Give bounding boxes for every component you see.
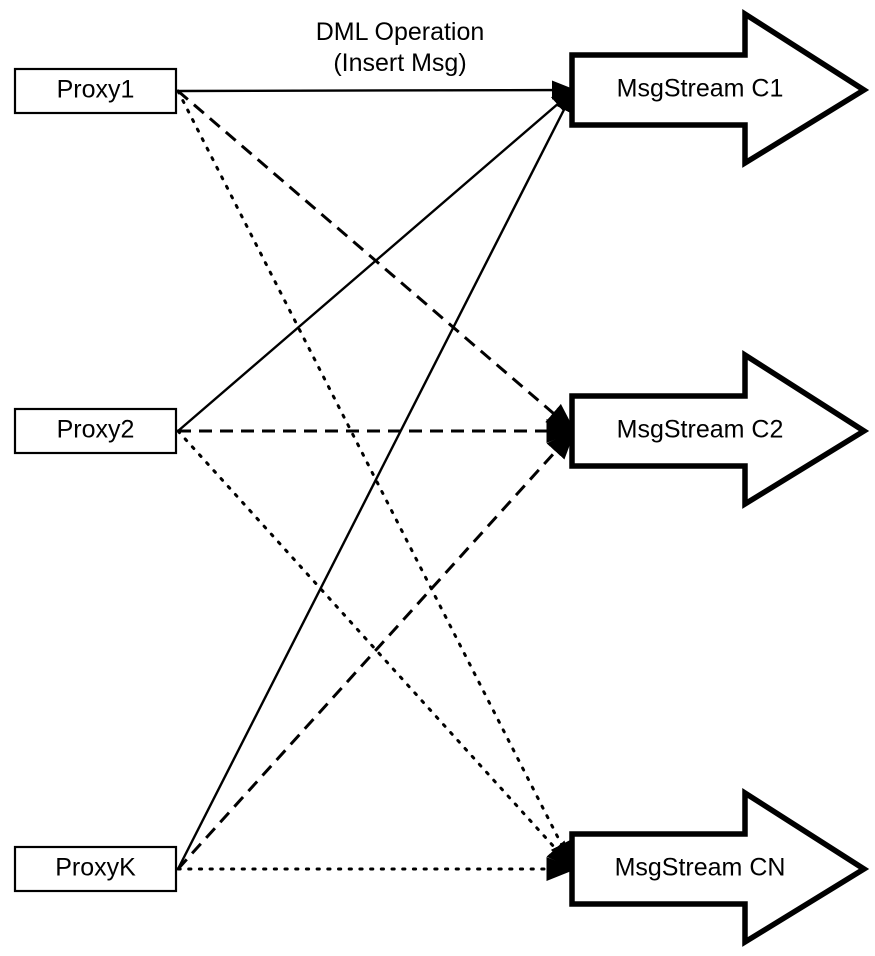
link-line-solid [177,88,576,432]
annotation-dml-operation: DML Operation (Insert Msg) [316,18,485,77]
stream-c1-shape [569,8,870,168]
proxy2: Proxy2 [13,407,178,455]
connector-proxy2-to-cn [176,429,576,871]
connector-proxy2-to-c1 [177,88,576,432]
proxyK-label: ProxyK [55,854,136,882]
proxy2-label: Proxy2 [57,416,135,444]
stream-c2-shape [569,349,870,509]
stream-cn-label: MsgStream CN [615,854,786,882]
connector-proxyK-to-c2 [176,429,576,871]
connector-proxy1-to-c1 [177,80,576,100]
link-line-dotted [176,429,576,871]
edge-annotations: DML Operation (Insert Msg) [316,18,485,77]
proxyK-box [13,845,178,893]
stream-cn: MsgStream CN [569,787,870,947]
stream-c1-label: MsgStream C1 [617,75,784,103]
stream-c2-label: MsgStream C2 [617,416,784,444]
proxy1: Proxy1 [13,67,178,115]
msgstream-nodes: MsgStream C1 MsgStream C2 MsgStream CN [569,8,870,947]
connector-links [176,80,577,881]
proxy2-box [13,407,178,455]
stream-c1: MsgStream C1 [569,8,870,168]
link-line-dotted [176,89,576,872]
proxy1-box [13,67,178,115]
annotation-line: DML Operation [316,18,485,46]
stream-c2: MsgStream C2 [569,349,870,509]
connector-proxyK-to-c1 [176,88,576,870]
link-line-solid [177,80,576,100]
link-line-dashed [176,429,576,871]
proxyK: ProxyK [13,845,178,893]
annotation-line: (Insert Msg) [333,49,466,77]
stream-cn-shape [569,787,870,947]
link-line-solid [176,88,576,870]
connector-proxy1-to-cn [176,89,576,872]
proxy1-label: Proxy1 [57,76,135,104]
